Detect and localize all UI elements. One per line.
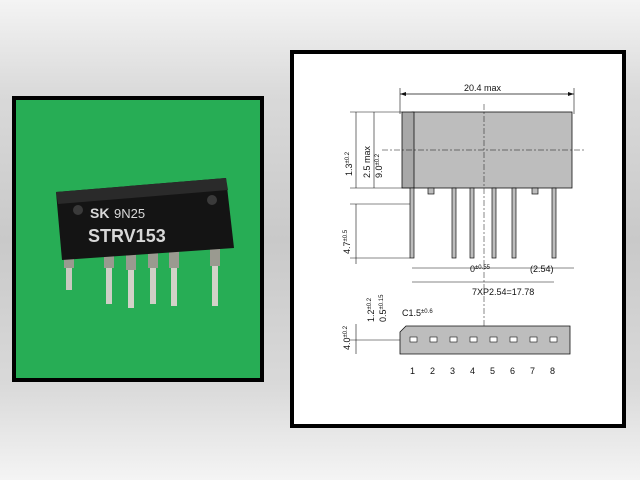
pin-number: 5 — [490, 366, 495, 376]
dim-b: 0.5±0.15 — [378, 294, 388, 322]
pin-number: 2 — [430, 366, 435, 376]
pin-number-row: 1 2 3 4 5 6 7 8 — [410, 366, 555, 376]
dim-width-max: 20.4 max — [464, 83, 502, 93]
dim-a: 1.2±0.2 — [366, 297, 376, 322]
dimension-drawing: 20.4 max 1.3±0.2 2.5 m — [294, 54, 622, 424]
dim-pitch-ref: (2.54) — [530, 264, 554, 274]
chip-photo: SK 9N25 STRV153 — [16, 100, 260, 378]
pin-number: 3 — [450, 366, 455, 376]
dim-c: 4.0±0.2 — [342, 325, 352, 350]
leads-side-view — [409, 187, 557, 259]
dim-pitch-total: 7XP2.54=17.78 — [472, 287, 534, 297]
chip-part-number: STRV153 — [88, 226, 166, 246]
dim-body-height: 9.0±0.2 — [374, 153, 384, 178]
pin-pads — [409, 336, 558, 343]
pin-number: 6 — [510, 366, 515, 376]
chip-photo-frame: SK 9N25 STRV153 — [12, 96, 264, 382]
pin-number: 4 — [470, 366, 475, 376]
dim-chamfer: C1.5±0.6 — [402, 308, 433, 318]
package-bottom-view — [399, 325, 571, 355]
dim-height-top: 2.5 max — [362, 145, 372, 178]
dim-lead-length: 4.7±0.5 — [342, 229, 352, 254]
dimension-drawing-graphic: 20.4 max 1.3±0.2 2.5 m — [342, 83, 584, 376]
dim-lead-offset: 1.3±0.2 — [344, 151, 354, 176]
pin-number: 1 — [410, 366, 415, 376]
chip-logo: SK — [90, 205, 109, 221]
pin-number: 8 — [550, 366, 555, 376]
dim-lead-gap: 0±0.55 — [470, 264, 491, 274]
chip-photo-graphic: SK 9N25 STRV153 — [56, 178, 234, 308]
dimension-drawing-frame: 20.4 max 1.3±0.2 2.5 m — [290, 50, 626, 428]
chip-date-code: 9N25 — [114, 206, 145, 221]
pin-number: 7 — [530, 366, 535, 376]
